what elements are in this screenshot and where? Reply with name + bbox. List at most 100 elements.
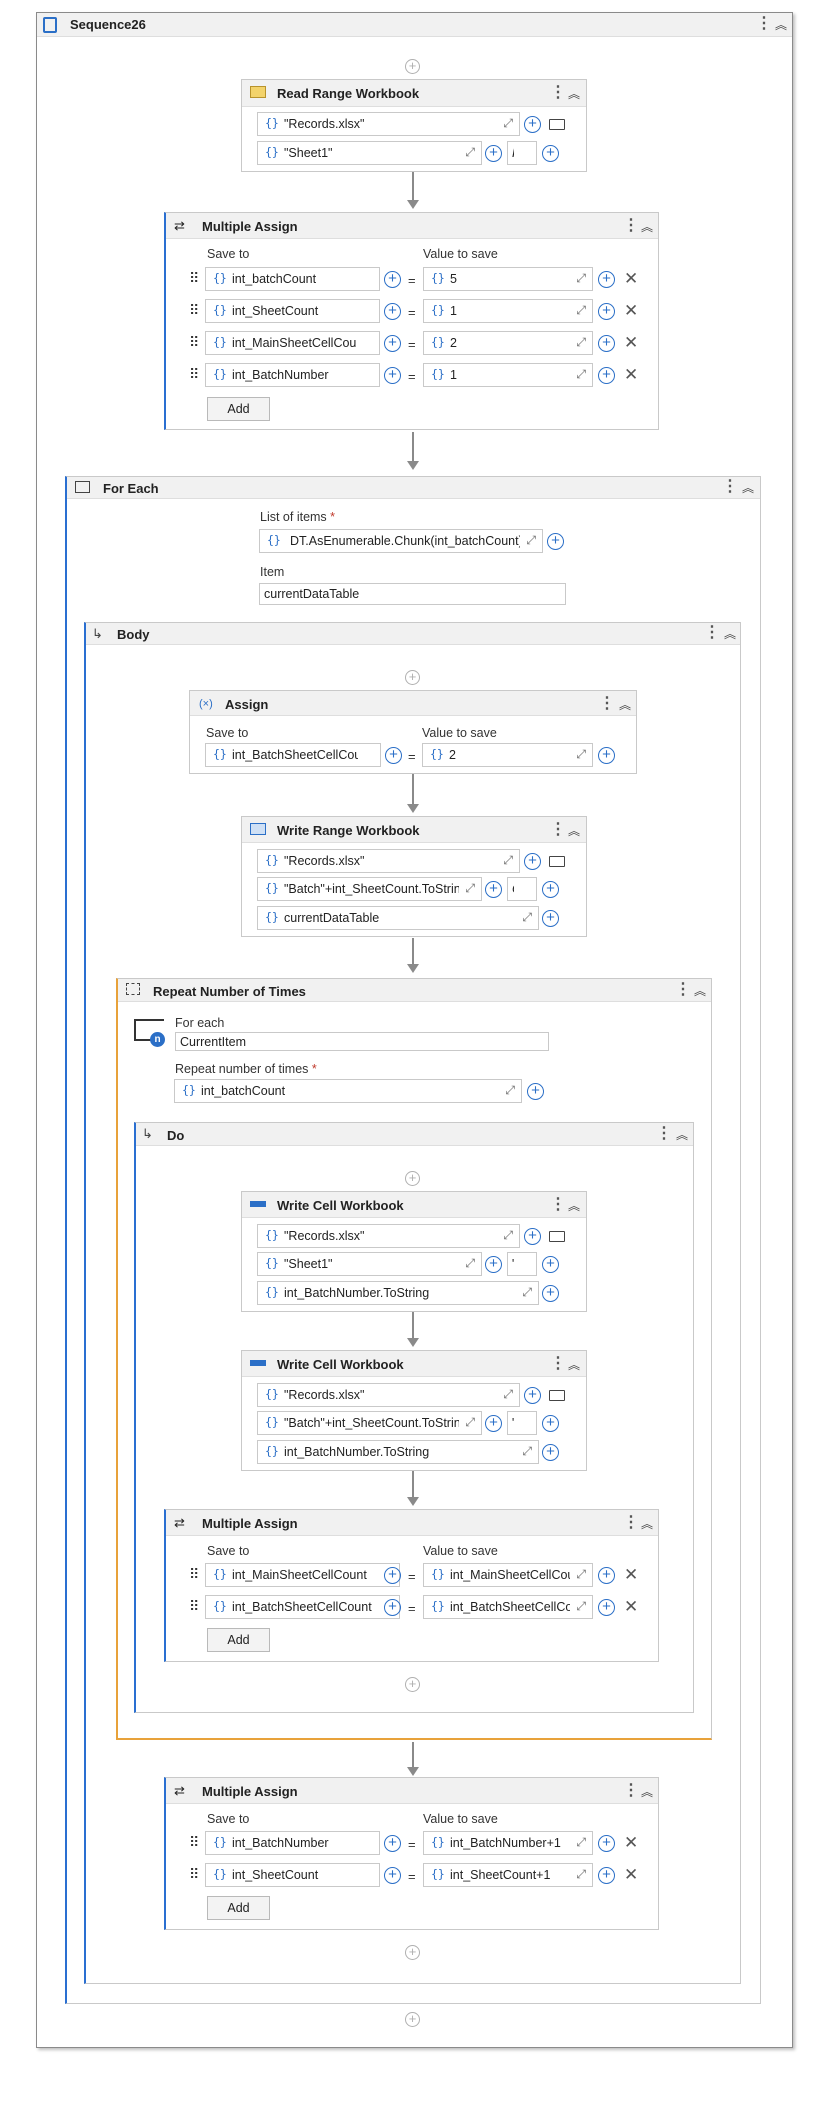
add-variable-icon[interactable]: + xyxy=(524,116,541,133)
multiple-assign-collapse-icon[interactable]: ︽ xyxy=(641,220,654,234)
multiple-assign-menu-icon[interactable]: ⋮ xyxy=(623,1514,639,1531)
expand-icon[interactable]: ⤢ xyxy=(576,1835,586,1849)
save-to-field[interactable]: {}int_MainSheetCellCount xyxy=(205,1563,400,1587)
drag-handle-icon[interactable]: ⠿ xyxy=(189,270,199,286)
read-range-collapse-icon[interactable]: ︽ xyxy=(568,87,581,101)
add-variable-icon[interactable]: + xyxy=(598,1599,615,1616)
add-variable-icon[interactable]: + xyxy=(485,1415,502,1432)
delete-row-icon[interactable]: ✕ xyxy=(624,333,639,352)
save-to-field[interactable]: {}int_BatchNumber xyxy=(205,1831,380,1855)
write-range-collapse-icon[interactable]: ︽ xyxy=(568,824,581,838)
add-variable-icon[interactable]: + xyxy=(485,881,502,898)
delete-row-icon[interactable]: ✕ xyxy=(624,1833,639,1852)
insert-activity-icon[interactable]: + xyxy=(405,1171,420,1186)
write-range-menu-icon[interactable]: ⋮ xyxy=(550,821,566,838)
list-of-items-field[interactable]: {}DT.AsEnumerable.Chunk(int_batchCount).… xyxy=(259,529,543,553)
cell-value-field[interactable]: {}int_BatchNumber.ToString⤢ xyxy=(257,1281,539,1305)
insert-activity-icon[interactable]: + xyxy=(405,1945,420,1960)
do-collapse-icon[interactable]: ︽ xyxy=(676,1128,689,1142)
add-variable-icon[interactable]: + xyxy=(542,145,559,162)
expand-icon[interactable]: ⤢ xyxy=(503,116,513,130)
delete-row-icon[interactable]: ✕ xyxy=(624,365,639,384)
repeat-menu-icon[interactable]: ⋮ xyxy=(675,981,691,998)
expand-icon[interactable]: ⤢ xyxy=(576,1599,586,1613)
save-to-field[interactable]: {}int_BatchNumber xyxy=(205,363,380,387)
add-variable-icon[interactable]: + xyxy=(485,145,502,162)
add-variable-icon[interactable]: + xyxy=(384,1867,401,1884)
range-field[interactable]: Range xyxy=(507,141,537,165)
delete-row-icon[interactable]: ✕ xyxy=(624,1597,639,1616)
value-field[interactable]: {}2⤢ xyxy=(422,743,593,767)
expand-icon[interactable]: ⤢ xyxy=(503,853,513,867)
expand-icon[interactable]: ⤢ xyxy=(465,1256,475,1270)
write-cell-collapse-icon[interactable]: ︽ xyxy=(568,1358,581,1372)
workbook-path-field[interactable]: {} "Records.xlsx" ⤢ xyxy=(257,112,520,136)
folder-icon[interactable] xyxy=(549,856,565,867)
body-collapse-icon[interactable]: ︽ xyxy=(724,627,737,641)
drag-handle-icon[interactable]: ⠿ xyxy=(189,366,199,382)
expand-icon[interactable]: ⤢ xyxy=(465,145,475,159)
expand-icon[interactable]: ⤢ xyxy=(526,533,536,547)
cell-field[interactable]: "A"+i xyxy=(507,1411,537,1435)
add-variable-icon[interactable]: + xyxy=(542,1415,559,1432)
add-variable-icon[interactable]: + xyxy=(542,1285,559,1302)
expand-icon[interactable]: ⤢ xyxy=(522,910,532,924)
add-variable-icon[interactable]: + xyxy=(384,335,401,352)
add-variable-icon[interactable]: + xyxy=(598,367,615,384)
workbook-path-field[interactable]: {}"Records.xlsx"⤢ xyxy=(257,1383,520,1407)
for-each-collapse-icon[interactable]: ︽ xyxy=(742,481,755,495)
current-item-field[interactable]: CurrentItem xyxy=(175,1032,549,1051)
value-field[interactable]: {}5⤢ xyxy=(423,267,593,291)
for-each-container[interactable] xyxy=(65,476,761,2004)
expand-icon[interactable]: ⤢ xyxy=(522,1285,532,1299)
sequence-header[interactable] xyxy=(37,13,792,37)
add-variable-icon[interactable]: + xyxy=(384,1835,401,1852)
drag-handle-icon[interactable]: ⠿ xyxy=(189,334,199,350)
add-variable-icon[interactable]: + xyxy=(384,1567,401,1584)
expand-icon[interactable]: ⤢ xyxy=(576,1567,586,1581)
add-variable-icon[interactable]: + xyxy=(527,1083,544,1100)
sheet-name-field[interactable]: {} "Sheet1" ⤢ xyxy=(257,141,482,165)
value-field[interactable]: {}int_BatchNumber+1⤢ xyxy=(423,1831,593,1855)
add-variable-icon[interactable]: + xyxy=(384,367,401,384)
value-field[interactable]: {}int_BatchSheetCellCou⤢ xyxy=(423,1595,593,1619)
for-each-menu-icon[interactable]: ⋮ xyxy=(722,478,738,495)
add-row-button[interactable]: Add xyxy=(207,1628,270,1652)
assign-collapse-icon[interactable]: ︽ xyxy=(619,698,632,712)
insert-activity-icon[interactable]: + xyxy=(405,59,420,74)
drag-handle-icon[interactable]: ⠿ xyxy=(189,1598,199,1614)
add-variable-icon[interactable]: + xyxy=(524,853,541,870)
add-variable-icon[interactable]: + xyxy=(547,533,564,550)
write-cell-menu-icon[interactable]: ⋮ xyxy=(550,1196,566,1213)
value-field[interactable]: {}2⤢ xyxy=(423,331,593,355)
expand-icon[interactable]: ⤢ xyxy=(576,303,586,317)
save-to-field[interactable]: {}int_BatchSheetCellCount xyxy=(205,1595,400,1619)
expand-icon[interactable]: ⤢ xyxy=(522,1444,532,1458)
expand-icon[interactable]: ⤢ xyxy=(576,271,586,285)
do-container[interactable] xyxy=(134,1122,694,1713)
value-field[interactable]: {}1⤢ xyxy=(423,299,593,323)
expand-icon[interactable]: ⤢ xyxy=(503,1228,513,1242)
add-variable-icon[interactable]: + xyxy=(598,747,615,764)
workbook-path-field[interactable]: {}"Records.xlsx"⤢ xyxy=(257,1224,520,1248)
value-field[interactable]: {}int_MainSheetCellCou⤢ xyxy=(423,1563,593,1587)
drag-handle-icon[interactable]: ⠿ xyxy=(189,302,199,318)
save-to-field[interactable]: {}int_SheetCount xyxy=(205,299,380,323)
expand-icon[interactable]: ⤢ xyxy=(576,1867,586,1881)
value-field[interactable]: {}int_SheetCount+1⤢ xyxy=(423,1863,593,1887)
multiple-assign-menu-icon[interactable]: ⋮ xyxy=(623,1782,639,1799)
add-variable-icon[interactable]: + xyxy=(598,1567,615,1584)
insert-activity-icon[interactable]: + xyxy=(405,670,420,685)
multiple-assign-collapse-icon[interactable]: ︽ xyxy=(641,1785,654,1799)
sheet-name-field[interactable]: {}"Batch"+int_SheetCount.ToStrin⤢ xyxy=(257,877,482,901)
assign-menu-icon[interactable]: ⋮ xyxy=(599,695,615,712)
folder-icon[interactable] xyxy=(549,1231,565,1242)
add-variable-icon[interactable]: + xyxy=(598,271,615,288)
write-cell-collapse-icon[interactable]: ︽ xyxy=(568,1199,581,1213)
add-variable-icon[interactable]: + xyxy=(524,1228,541,1245)
insert-activity-icon[interactable]: + xyxy=(405,1677,420,1692)
add-variable-icon[interactable]: + xyxy=(384,1599,401,1616)
add-variable-icon[interactable]: + xyxy=(385,747,402,764)
save-to-field[interactable]: {}int_BatchSheetCellCount xyxy=(205,743,381,767)
add-variable-icon[interactable]: + xyxy=(384,271,401,288)
